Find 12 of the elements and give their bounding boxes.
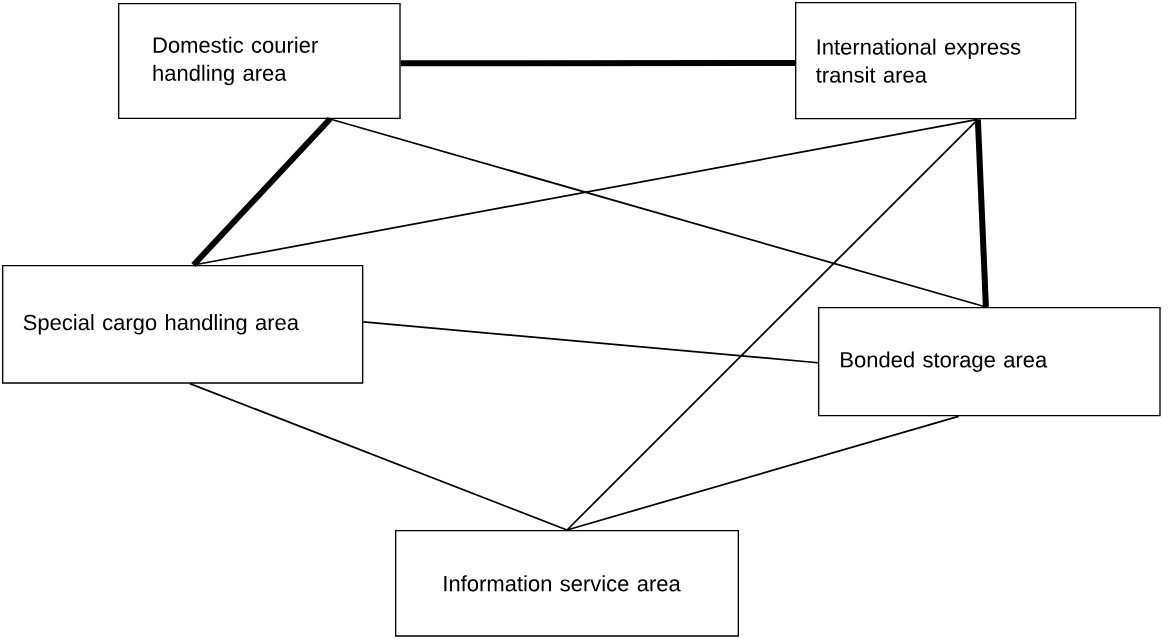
connector-line — [974, 119, 989, 308]
connector-line — [191, 116, 333, 268]
connector-line — [566, 415, 960, 531]
area-box: Information service area — [395, 530, 739, 637]
area-box: Domestic courier handling area — [118, 3, 401, 119]
connector-line — [189, 382, 568, 531]
area-box: International express transit area — [795, 2, 1077, 120]
area-box: Special cargo handling area — [2, 265, 364, 384]
connector-line — [362, 321, 819, 364]
area-box: Bonded storage area — [818, 307, 1161, 417]
connector-line — [566, 118, 979, 531]
connector-line — [400, 60, 795, 67]
